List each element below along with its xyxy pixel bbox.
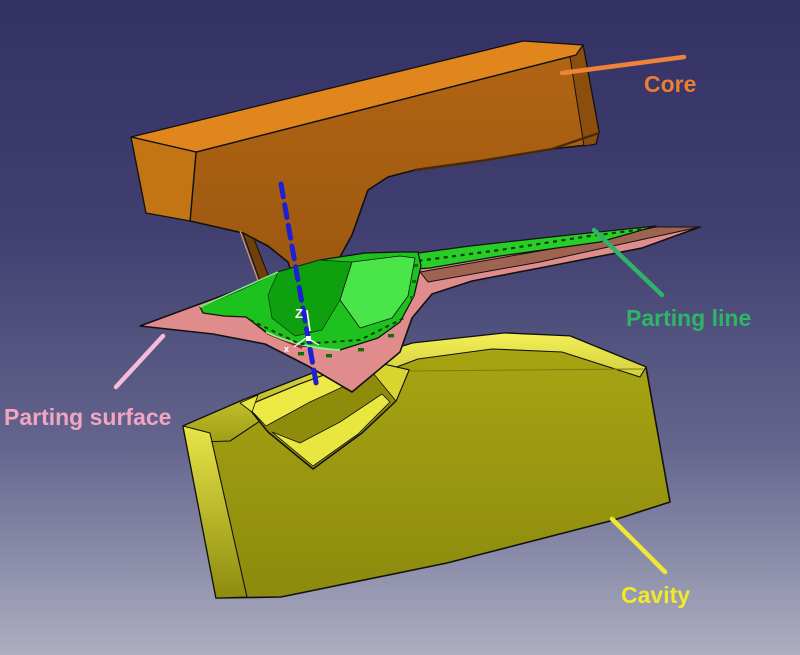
- axis-x-line: [293, 337, 307, 348]
- axis-z-label: Z: [295, 306, 303, 321]
- axis-z-line: [306, 309, 311, 332]
- parting-line-dashes: [298, 264, 418, 358]
- parting-surface-leader: [113, 333, 166, 390]
- axis-y-line: [308, 338, 320, 346]
- axis-marker: Z x: [284, 306, 320, 354]
- pocket-rim-notch: [239, 394, 259, 413]
- core-left-face: [130, 136, 197, 222]
- cavity-label: Cavity: [621, 582, 690, 608]
- axis-x-label: x: [284, 344, 289, 354]
- parting-line-dotted-lower: [249, 317, 405, 345]
- parting-line-leader: [591, 227, 665, 298]
- cavity-leader: [609, 516, 668, 575]
- leader-lines: [113, 54, 687, 575]
- core-bottom-edge: [414, 131, 600, 172]
- core-wedge-highlight: [239, 230, 261, 287]
- pocket-front-wall: [271, 393, 391, 467]
- core-leader: [559, 54, 687, 76]
- cavity-block: [182, 332, 671, 599]
- core-label: Core: [644, 71, 696, 97]
- core-block: [130, 40, 600, 294]
- parting-line-label: Parting line: [626, 305, 751, 331]
- cavity-top-edge-line: [409, 368, 644, 372]
- part-bowl-right-wall: [339, 255, 416, 329]
- part-bowl-left-wall: [267, 259, 353, 337]
- molded-part: [199, 225, 657, 358]
- pull-direction-axis: [278, 181, 320, 391]
- part-rim-highlight: [199, 271, 279, 308]
- parting-surface-label: Parting surface: [4, 404, 171, 430]
- cavity-left-face: [182, 425, 248, 599]
- callout-labels: Core Parting line Parting surface Cavity: [4, 71, 751, 608]
- axis-origin-dot: [306, 336, 311, 341]
- parting-line-dotted: [409, 227, 646, 264]
